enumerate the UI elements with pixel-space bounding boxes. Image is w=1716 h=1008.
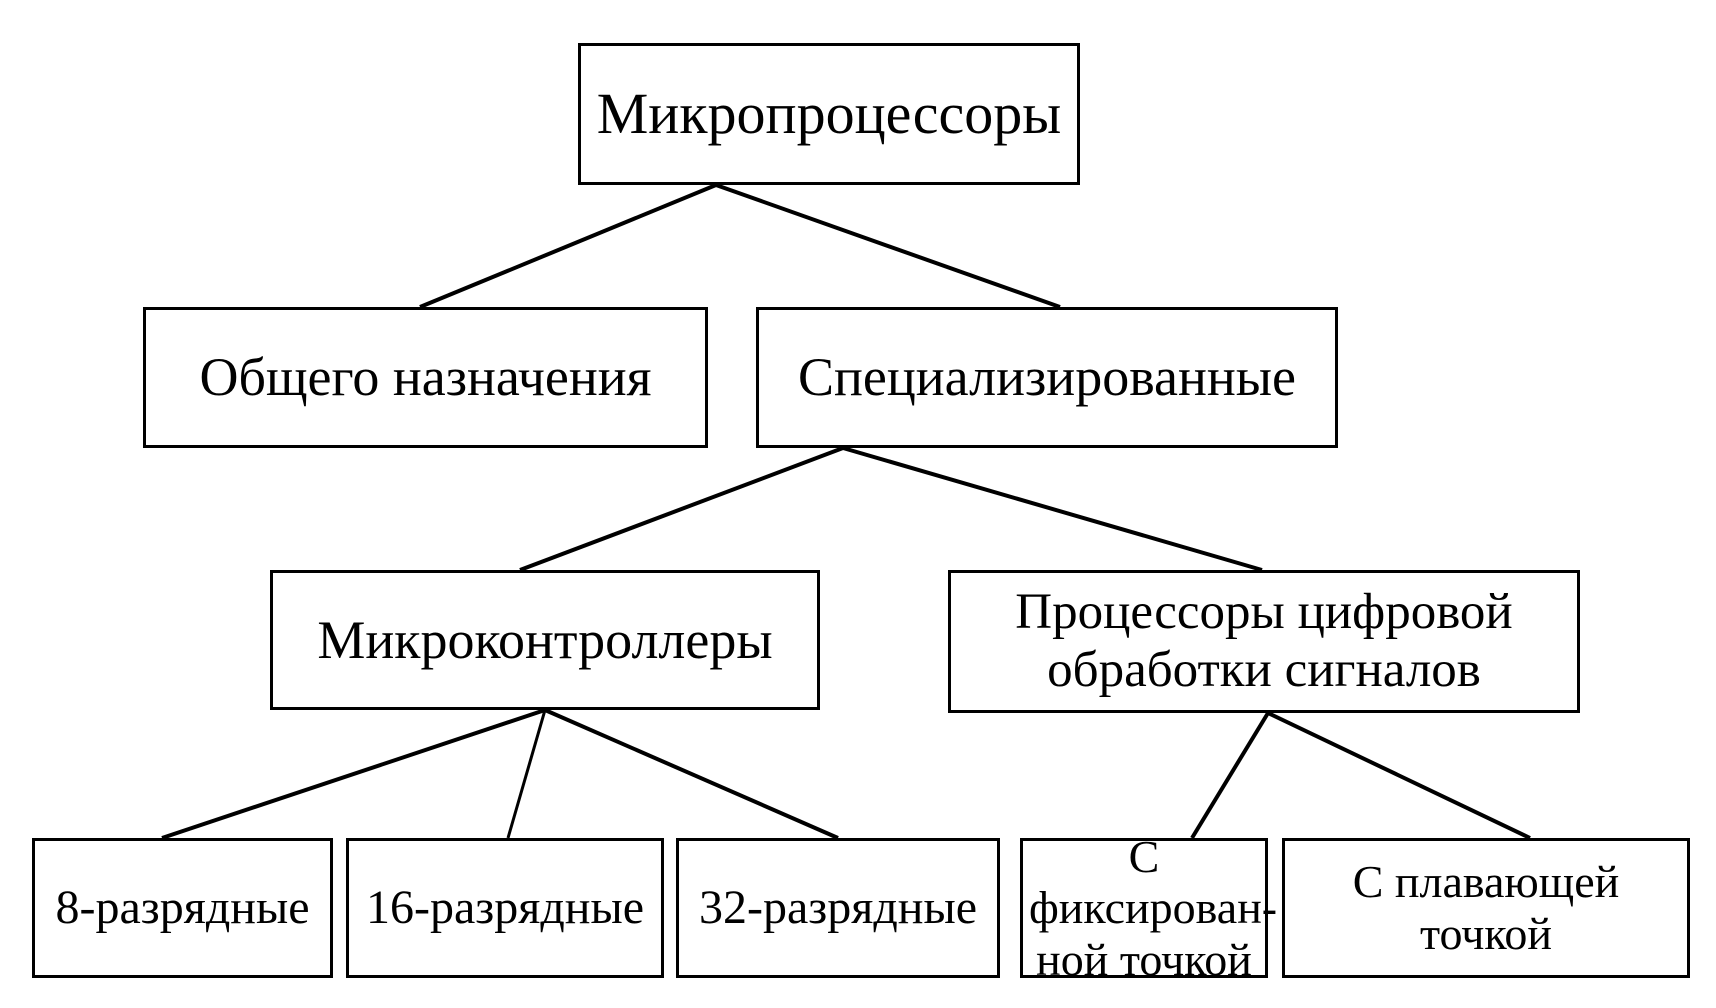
edge-root-special [715, 183, 1061, 309]
node-label: 16-разрядные [366, 881, 644, 935]
node-fixed-point: С фиксирован- ной точкой [1020, 831, 1277, 985]
edge-mcu-bit8 [161, 708, 546, 840]
node-label: 32-разрядные [699, 881, 977, 935]
edge-mcu-bit16 [506, 709, 547, 839]
edge-special-mcu [519, 446, 844, 572]
node-label: Процессоры цифровой обработки сигналов [1015, 584, 1513, 698]
node-label: Микроконтроллеры [317, 609, 773, 670]
node-floating-point: С плавающей точкой [1282, 838, 1690, 978]
node-32-bit: 32-разрядные [676, 838, 1000, 978]
node-label: Микропроцессоры [596, 80, 1062, 146]
edge-dsp-float [1267, 711, 1531, 840]
edge-mcu-bit32 [544, 708, 839, 840]
edge-dsp-fixed [1190, 711, 1270, 840]
edge-special-dsp [842, 446, 1263, 572]
node-label: С фиксирован- ной точкой [1029, 830, 1278, 985]
node-microprocessors: Микропроцессоры [578, 43, 1080, 185]
node-label: Специализированные [798, 347, 1296, 408]
node-16-bit: 16-разрядные [346, 838, 664, 978]
node-label: 8-разрядные [55, 881, 310, 935]
node-general-purpose: Общего назначения [143, 307, 708, 448]
node-specialized: Специализированные [756, 307, 1338, 448]
node-label: Общего назначения [199, 347, 652, 408]
edge-root-general [419, 183, 717, 309]
node-digital-signal-processors: Процессоры цифровой обработки сигналов [948, 570, 1580, 713]
node-label: С плавающей точкой [1352, 856, 1620, 959]
node-microcontrollers: Микроконтроллеры [270, 570, 820, 710]
node-8-bit: 8-разрядные [32, 838, 333, 978]
